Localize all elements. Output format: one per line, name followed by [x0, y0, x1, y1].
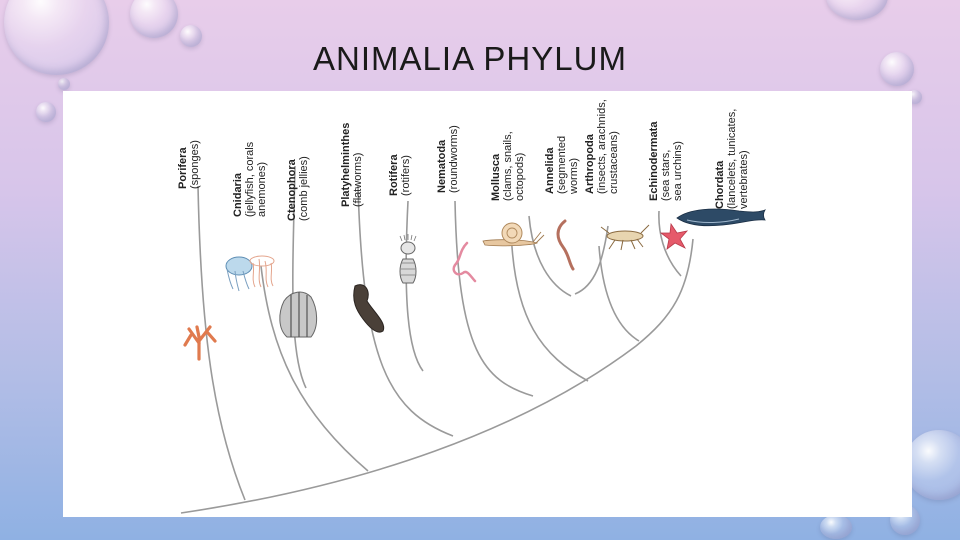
svg-text:Cnidaria(jellyfish, coralsanem: Cnidaria(jellyfish, coralsanemones): [232, 141, 268, 217]
phylum-common-name: (sea stars,: [660, 150, 672, 201]
phylum-common-name: (flatworms): [352, 153, 364, 207]
decorative-bubble: [130, 0, 178, 38]
rotifer-icon: [399, 234, 417, 284]
branch-arthropoda: [574, 225, 609, 295]
svg-text:Chordata(lancelets, tunicates,: Chordata(lancelets, tunicates,vertebrate…: [714, 109, 750, 209]
branch-nematoda: [454, 200, 534, 397]
phylum-name: Mollusca: [490, 153, 502, 201]
branch-cnidaria: [260, 265, 369, 472]
svg-text:Platyhelminthes(flatworms): Platyhelminthes(flatworms): [340, 123, 364, 207]
phylum-common-name: octopods): [514, 153, 526, 201]
insect-icon: [600, 224, 650, 251]
branch-echinodermata: [598, 245, 640, 342]
phylum-name: Echinodermata: [648, 121, 660, 201]
roundworm-icon: [452, 241, 477, 283]
phylum-common-name: (lancelets, tunicates,: [726, 109, 738, 209]
phylogenetic-tree: Porifera(sponges) Cnidaria(jellyfish, co…: [177, 99, 767, 514]
branch-rotifera: [405, 200, 424, 372]
phylum-name: Nematoda: [436, 139, 448, 193]
sponge-icon: [183, 325, 217, 361]
branch-platyhelminthes: [357, 185, 454, 437]
phylum-name: Rotifera: [388, 154, 400, 196]
phylum-common-name: (clams, snails,: [502, 131, 514, 201]
branch-chordata: [658, 210, 682, 277]
svg-text:Nematoda(roundworms): Nematoda(roundworms): [436, 125, 460, 193]
phylum-common-name: worms): [568, 158, 580, 195]
sea-star-icon: [659, 222, 689, 250]
svg-text:Mollusca(clams, snails,octopod: Mollusca(clams, snails,octopods): [490, 131, 526, 201]
decorative-bubble: [904, 430, 960, 500]
phylum-common-name: (segmented: [556, 136, 568, 194]
svg-text:Echinodermata(sea stars,sea ur: Echinodermata(sea stars,sea urchins): [648, 121, 684, 201]
phylum-name: Cnidaria: [232, 172, 244, 217]
phylum-name: Chordata: [714, 160, 726, 209]
phylum-common-name: (rotifers): [400, 155, 412, 196]
phylum-common-name: (sponges): [189, 140, 201, 189]
decorative-bubble: [826, 0, 888, 20]
trunk-branch: [180, 238, 694, 514]
phylum-common-name: anemones): [256, 162, 268, 217]
flatworm-icon: [353, 284, 385, 333]
svg-text:Arthropoda(insects, arachnids,: Arthropoda(insects, arachnids,crustacean…: [584, 99, 620, 194]
svg-text:Annelida(segmentedworms): Annelida(segmentedworms): [544, 136, 580, 195]
phylum-name: Ctenophora: [286, 158, 298, 221]
whale-icon: [676, 208, 767, 227]
phylum-common-name: vertebrates): [738, 150, 750, 209]
phylum-name: Annelida: [544, 147, 556, 194]
segmented-worm-icon: [556, 219, 575, 271]
phylogenetic-tree-panel: Porifera(sponges) Cnidaria(jellyfish, co…: [63, 91, 912, 517]
tree-branches: [180, 165, 694, 514]
decorative-bubble: [880, 52, 914, 86]
branch-mollusca: [510, 225, 589, 382]
svg-text:Ctenophora(comb jellies): Ctenophora(comb jellies): [286, 156, 310, 221]
svg-text:Porifera(sponges): Porifera(sponges): [177, 140, 201, 189]
phylum-name: Porifera: [177, 147, 189, 189]
phylum-labels: Porifera(sponges) Cnidaria(jellyfish, co…: [177, 99, 750, 221]
decorative-bubble: [36, 102, 56, 122]
decorative-bubble: [58, 78, 70, 90]
phylum-common-name: (jellyfish, corals: [244, 141, 256, 217]
branch-annelida: [528, 215, 572, 297]
branch-porifera: [197, 185, 246, 501]
phylum-common-name: crustaceans): [608, 131, 620, 194]
phylum-common-name: (comb jellies): [298, 156, 310, 221]
phylum-name: Arthropoda: [584, 133, 596, 194]
decorative-bubble: [820, 515, 852, 539]
phylum-name: Platyhelminthes: [340, 123, 352, 207]
svg-text:Rotifera(rotifers): Rotifera(rotifers): [388, 154, 412, 196]
phylum-common-name: sea urchins): [672, 141, 684, 201]
decorative-bubble: [180, 25, 202, 47]
jellyfish-icon: [225, 255, 275, 292]
page-title: ANIMALIA PHYLUM: [313, 40, 627, 77]
phylum-common-name: (roundworms): [448, 125, 460, 193]
phylum-common-name: (insects, arachnids,: [596, 99, 608, 194]
snail-icon: [482, 222, 545, 247]
comb-jelly-icon: [279, 291, 318, 338]
